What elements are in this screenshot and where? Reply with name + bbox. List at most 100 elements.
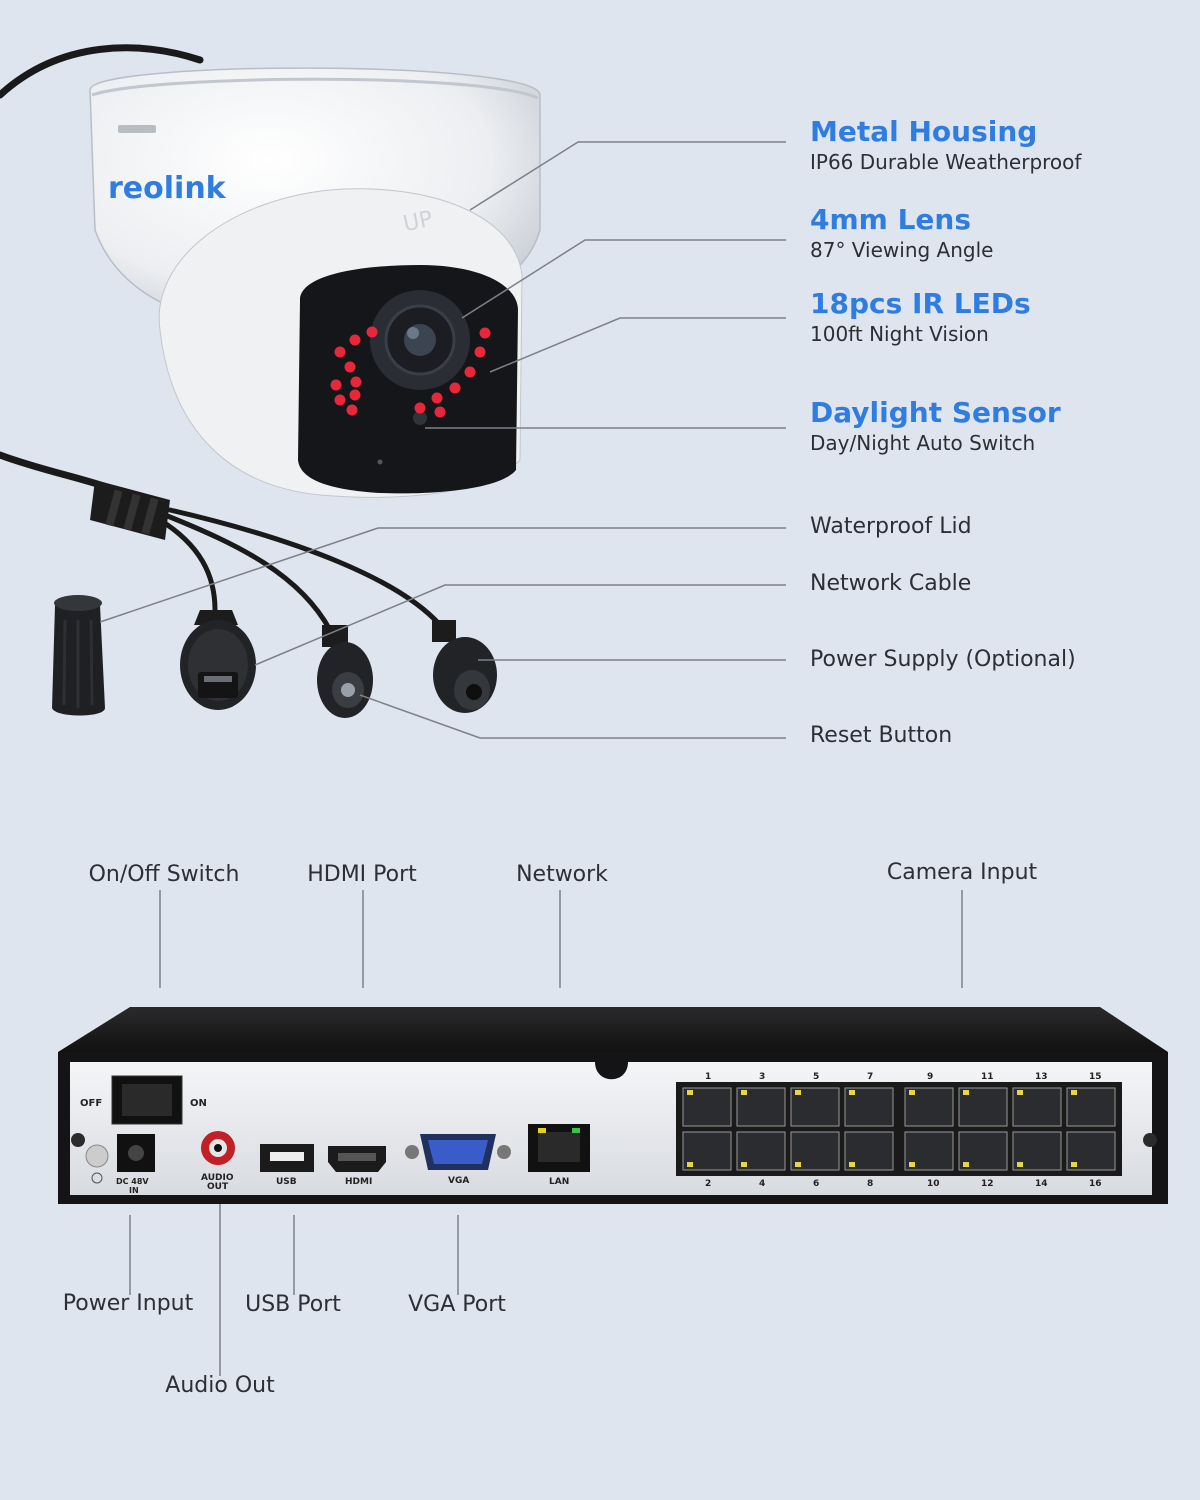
- nvr-leader-lines: [129, 890, 963, 1376]
- power-input-label: Power Input: [62, 1291, 194, 1316]
- port-number: 4: [759, 1179, 765, 1189]
- ir-led: [474, 346, 486, 358]
- reset-connector: [317, 625, 373, 718]
- brand-logo: reolink: [108, 171, 227, 206]
- port-led: [741, 1090, 747, 1095]
- poe-port: [790, 1087, 840, 1127]
- hdmi-label: HDMI: [345, 1177, 372, 1187]
- camera-input-label: Camera Input: [886, 860, 1038, 885]
- port-number: 14: [1035, 1179, 1048, 1189]
- waterproof-lid: [52, 595, 105, 716]
- audio-label: AUDIO: [201, 1173, 234, 1183]
- ir-led-array: [330, 326, 491, 418]
- dome-camera: UP: [89, 67, 541, 498]
- feature-lens: 4mm Lens 87° Viewing Angle: [810, 203, 993, 263]
- feature-subtitle: 87° Viewing Angle: [810, 238, 994, 262]
- lan-label: LAN: [549, 1177, 569, 1187]
- ir-led: [349, 389, 361, 401]
- waterproof-lid-label: Waterproof Lid: [810, 514, 972, 539]
- cable-splitter: [90, 480, 170, 540]
- usb-label: USB: [276, 1177, 297, 1187]
- port-led: [795, 1162, 801, 1167]
- off-label: OFF: [80, 1098, 102, 1109]
- port-led: [687, 1090, 693, 1095]
- ir-led: [344, 361, 356, 373]
- port-led: [1017, 1090, 1023, 1095]
- ir-led: [434, 406, 446, 418]
- port-number: 3: [759, 1072, 765, 1082]
- network-cable-label: Network Cable: [810, 571, 972, 596]
- svg-text:UP: UP: [401, 207, 435, 238]
- port-number: 15: [1089, 1072, 1102, 1082]
- power-supply-label: Power Supply (Optional): [810, 647, 1076, 672]
- port-number: 6: [813, 1179, 819, 1189]
- port-number: 7: [867, 1072, 873, 1082]
- port-number: 16: [1089, 1179, 1102, 1189]
- port-number: 9: [927, 1072, 933, 1082]
- ir-led: [366, 326, 378, 338]
- port-led: [687, 1162, 693, 1167]
- port-led: [1071, 1090, 1077, 1095]
- ir-led: [346, 404, 358, 416]
- camera-cable: [0, 44, 443, 633]
- feature-title: 18pcs IR LEDs: [810, 287, 1031, 320]
- port-led: [795, 1090, 801, 1095]
- on-off-switch-label: On/Off Switch: [88, 862, 240, 887]
- dc-in-label: IN: [129, 1186, 139, 1195]
- feature-ir-leds: 18pcs IR LEDs 100ft Night Vision: [810, 287, 1031, 347]
- usb-port-label: USB Port: [245, 1292, 341, 1317]
- port-led: [963, 1162, 969, 1167]
- audio-out-label: Audio Out: [165, 1373, 275, 1398]
- port-number: 5: [813, 1072, 819, 1082]
- ir-led: [449, 382, 461, 394]
- feature-title: Daylight Sensor: [810, 396, 1061, 429]
- feature-subtitle: IP66 Durable Weatherproof: [810, 150, 1082, 174]
- poe-port: [736, 1087, 786, 1127]
- feature-title: Metal Housing: [810, 115, 1038, 148]
- ir-led: [330, 379, 342, 391]
- port-number: 13: [1035, 1072, 1048, 1082]
- network-connector: [180, 610, 256, 710]
- port-number: 8: [867, 1179, 873, 1189]
- port-led: [909, 1162, 915, 1167]
- ir-led: [349, 334, 361, 346]
- network-label: Network: [516, 862, 608, 887]
- port-led: [741, 1162, 747, 1167]
- port-led: [1071, 1162, 1077, 1167]
- feature-subtitle: 100ft Night Vision: [810, 322, 989, 346]
- ir-led: [479, 327, 491, 339]
- nvr-device: [58, 1007, 1168, 1204]
- port-led: [849, 1090, 855, 1095]
- feature-metal-housing: Metal Housing IP66 Durable Weatherproof: [810, 115, 1081, 175]
- on-label: ON: [190, 1098, 207, 1109]
- ir-led: [464, 366, 476, 378]
- ir-led: [431, 392, 443, 404]
- poe-port-array: [682, 1087, 1116, 1171]
- vga-label: VGA: [448, 1176, 469, 1186]
- ir-led: [350, 376, 362, 388]
- reset-button-label: Reset Button: [810, 723, 953, 748]
- port-led: [909, 1090, 915, 1095]
- camera-leader-lines: [99, 141, 786, 739]
- dc-label: DC 48V: [116, 1177, 149, 1186]
- audio-out-label: OUT: [207, 1182, 229, 1192]
- ir-led: [334, 346, 346, 358]
- port-led: [849, 1162, 855, 1167]
- vga-port-label: VGA Port: [408, 1292, 506, 1317]
- port-led: [963, 1090, 969, 1095]
- power-connector: [432, 620, 497, 713]
- panel-labels: OFF ON DC 48V IN AUDIO OUT USB HDMI VGA …: [80, 1098, 569, 1195]
- poe-port: [904, 1087, 954, 1127]
- hdmi-port-label: HDMI Port: [307, 862, 417, 887]
- port-number: 12: [981, 1179, 994, 1189]
- port-number: 10: [927, 1179, 940, 1189]
- port-number: 11: [981, 1072, 994, 1082]
- feature-subtitle: Day/Night Auto Switch: [810, 431, 1036, 455]
- feature-title: 4mm Lens: [810, 203, 972, 236]
- ir-led: [414, 402, 426, 414]
- feature-daylight-sensor: Daylight Sensor Day/Night Auto Switch: [810, 396, 1061, 456]
- port-led: [1017, 1162, 1023, 1167]
- ir-led: [334, 394, 346, 406]
